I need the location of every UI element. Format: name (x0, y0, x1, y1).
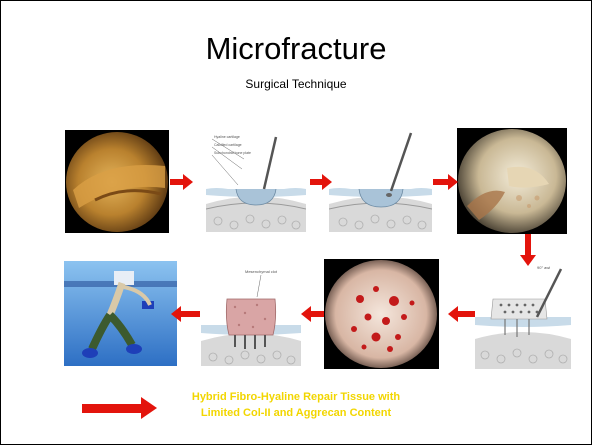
arrow-right-3 (433, 174, 458, 190)
arrow-right-2 (310, 174, 332, 190)
arrow-left-2 (301, 306, 324, 322)
arrow-down (520, 234, 536, 266)
caption-line-1: Hybrid Fibro-Hyaline Repair Tissue with (166, 389, 426, 405)
arrow-right-1 (170, 174, 193, 190)
repair-tissue-caption: Hybrid Fibro-Hyaline Repair Tissue with … (166, 389, 426, 421)
legend-arrow (82, 397, 157, 419)
caption-line-2: Limited Col-II and Aggrecan Content (166, 405, 426, 421)
arrow-left-3 (171, 306, 200, 322)
arrow-left-1 (448, 306, 475, 322)
